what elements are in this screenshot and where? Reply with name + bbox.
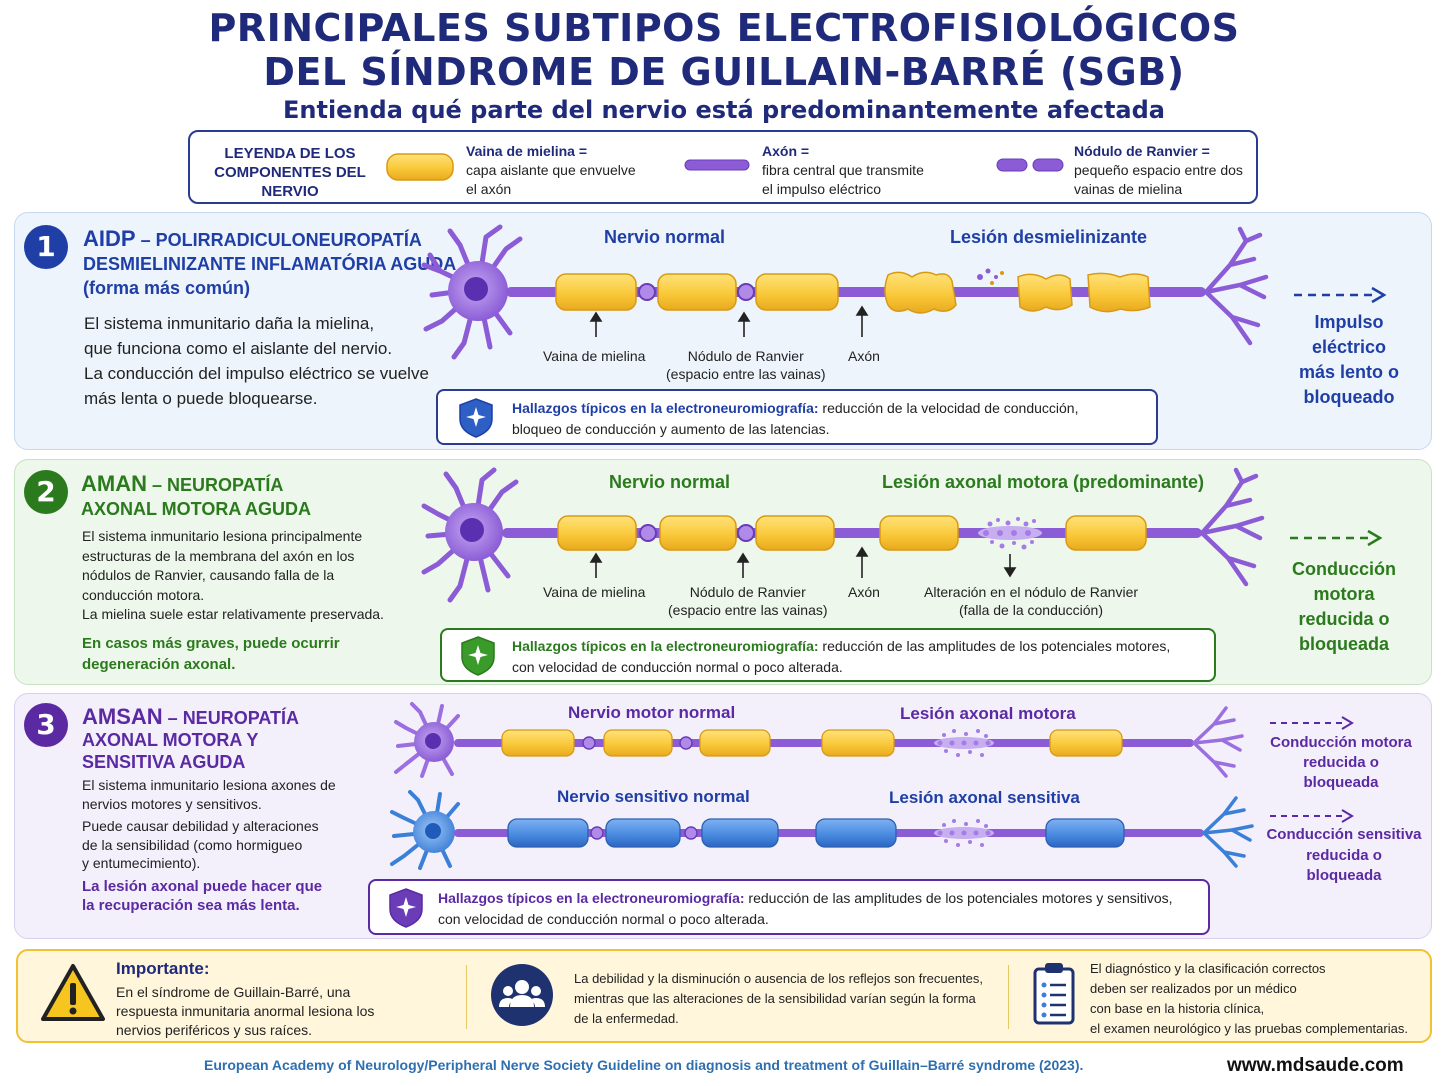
axon-terminal-icon [1192,706,1244,778]
amsan-motor-effect: Conducción motora reducida o bloqueada [1270,734,1412,791]
amsan-description-2: Puede causar debilidad y alteraciones de… [82,818,319,871]
legend-item-axon: Axón = fibra central que transmite el im… [762,143,924,197]
ranvier-node-icon [638,283,755,301]
amsan-description: El sistema inmunitario lesiona axones de… [82,777,336,812]
ranvier-node-icon [996,158,1064,172]
aidp-label-normal: Nervio normal [604,227,726,247]
important-text: En el síndrome de Guillain-Barré, una re… [116,984,375,1038]
aman-label-alteration: Alteración en el nódulo de Ranvier (fall… [924,584,1139,618]
damaged-node-icon [978,517,1042,550]
myelin-segments [557,515,1147,551]
ranvier-node-icon [582,736,693,750]
aman-effect: Conducción motora reducida o bloqueada [1292,559,1396,654]
warning-icon [41,964,105,1021]
legend-title: LEYENDA DE LOS COMPONENTES DEL NERVIO [214,145,366,200]
divider [1008,965,1009,1029]
aman-label-node: Nódulo de Ranvier (espacio entre las vai… [668,584,828,618]
arrow-right-icon [1294,286,1387,304]
aidp-label-node: Nódulo de Ranvier (espacio entre las vai… [666,348,826,382]
amsan-heading: AMSAN – NEUROPATÍA AXONAL MOTORA Y SENSI… [82,704,300,773]
aman-label-axon: Axón [848,584,880,600]
ranvier-node-icon [639,524,755,542]
panel-number-3: 3 [24,703,68,747]
aman-nerve-diagram [421,467,1265,603]
legend-item-myelin: Vaina de mielina = capa aislante que env… [466,143,636,197]
aidp-description: El sistema inmunitario daña la mielina, … [84,314,429,408]
shield-icon [389,888,423,928]
people-group-icon [491,964,553,1026]
aidp-effect: Impulso eléctrico más lento o bloqueado [1298,312,1400,407]
aidp-label-lesion: Lesión desmielinizante [950,227,1148,247]
arrow-icons [589,546,1017,578]
aidp-label-axon: Axón [848,348,880,364]
aidp-nerve-diagram [421,224,1269,360]
shield-icon [461,636,495,676]
sensory-sheath-segments [507,818,1125,848]
aman-heading: AMAN – NEUROPATÍA AXONAL MOTORA AGUDA [81,471,312,520]
aidp-findings-box: Hallazgos típicos en la electroneuromiog… [436,389,1158,445]
amsan-label-sensory-lesion: Lesión axonal sensitiva [889,788,1080,807]
shield-icon [459,398,493,438]
amsan-sensory-nerve-diagram [390,790,1254,870]
arrow-right-icon [1270,809,1354,823]
neuron-cell-body-icon [394,702,460,778]
page-subtitle: Entienda qué parte del nervio está predo… [283,96,1165,124]
neuron-cell-body-icon [421,224,523,360]
myelin-segments [555,273,839,311]
amsan-motor-nerve-diagram [394,702,1244,778]
amsan-note: La lesión axonal puede hacer que la recu… [82,878,323,914]
arrow-icons [589,305,869,337]
amsan-label-motor-lesion: Lesión axonal motora [900,704,1076,723]
panel-number-1: 1 [24,225,68,269]
page-title-line2: DEL SÍNDROME DE GUILLAIN-BARRÉ (SGB) [263,50,1185,94]
website-link[interactable]: www.mdsaude.com [1227,1055,1404,1076]
amsan-label-sensory-normal: Nervio sensitivo normal [557,787,750,806]
important-right-text: El diagnóstico y la clasificación correc… [1090,961,1408,1036]
ranvier-node-icon [590,826,698,840]
neuron-cell-body-icon [421,467,519,603]
axon-icon [684,159,750,171]
important-title: Importante: [116,959,210,978]
aman-label-myelin: Vaina de mielina [543,584,646,600]
aman-label-lesion: Lesión axonal motora (predominante) [882,472,1205,492]
aman-note: En casos más graves, puede ocurrir degen… [82,635,340,673]
panel-number-2: 2 [24,470,68,514]
axon-terminal-icon [1199,467,1265,587]
myelin-segments [501,729,1123,757]
aman-label-normal: Nervio normal [609,472,731,492]
damaged-axon-icon [934,729,994,757]
axon-terminal-icon [1202,796,1254,868]
axon-terminal-icon [1203,226,1269,346]
amsan-findings-box: Hallazgos típicos en la electroneuromiog… [368,879,1210,935]
legend-item-ranvier: Nódulo de Ranvier = pequeño espacio entr… [1074,143,1243,197]
important-middle-text: La debilidad y la disminución o ausencia… [574,971,984,1026]
aidp-label-myelin: Vaina de mielina [543,348,646,364]
amsan-label-motor-normal: Nervio motor normal [568,703,736,722]
divider [466,965,467,1029]
damaged-axon-icon [934,819,994,847]
clipboard-icon [1033,963,1075,1025]
aman-description: El sistema inmunitario lesiona principal… [82,528,384,622]
amsan-sensory-effect: Conducción sensitiva reducida o bloquead… [1266,826,1422,884]
legend-box: LEYENDA DE LOS COMPONENTES DEL NERVIO Va… [188,130,1258,204]
arrow-right-icon [1290,529,1383,547]
damaged-myelin-segments [884,268,1151,314]
reference-citation: European Academy of Neurology/Peripheral… [204,1057,1084,1073]
page-title-line1: PRINCIPALES SUBTIPOS ELECTROFISIOLÓGICOS [208,6,1240,50]
aidp-heading: AIDP – POLIRRADICULONEUROPATÍA DESMIELIN… [83,226,457,299]
myelin-sheath-icon [386,153,454,181]
neuron-cell-body-icon [390,790,460,870]
aman-findings-box: Hallazgos típicos en la electroneuromiog… [440,628,1216,682]
important-box: Importante: En el síndrome de Guillain-B… [16,949,1432,1043]
arrow-right-icon [1270,716,1354,730]
